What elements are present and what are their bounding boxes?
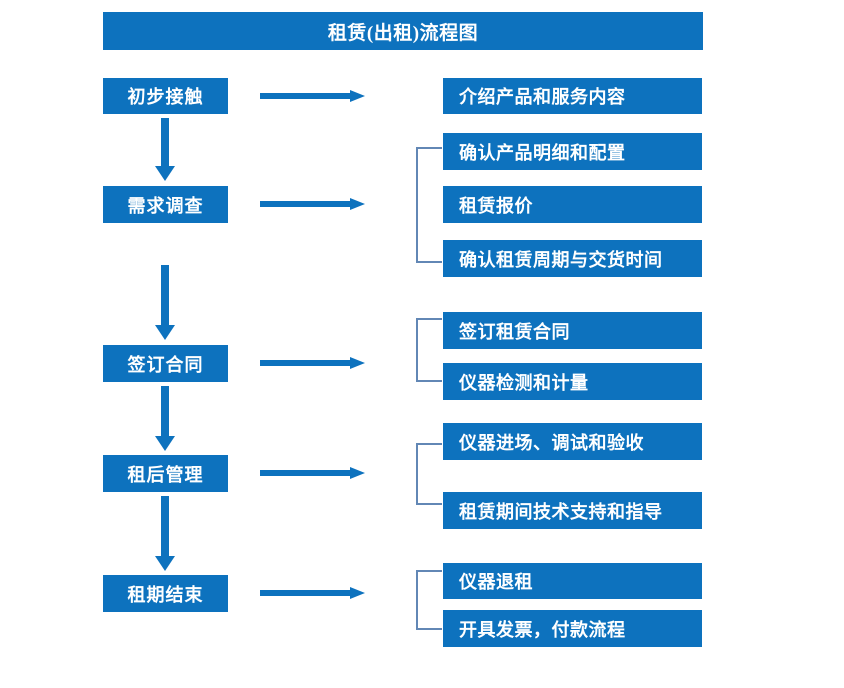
stage-box-3[interactable]: 签订合同 — [103, 345, 228, 382]
detail-box-g2-i3[interactable]: 确认租赁周期与交货时间 — [443, 240, 702, 277]
right-arrow-5 — [260, 585, 366, 601]
detail-box-g4-i2[interactable]: 租赁期间技术支持和指导 — [443, 492, 702, 529]
right-arrow-4 — [260, 465, 366, 481]
detail-box-g5-i1[interactable]: 仪器退租 — [443, 563, 702, 599]
chart-title: 租赁(出租)流程图 — [103, 12, 703, 50]
stage-box-1[interactable]: 初步接触 — [103, 78, 228, 114]
down-arrow-3 — [152, 386, 178, 452]
detail-box-g3-i2[interactable]: 仪器检测和计量 — [443, 363, 702, 400]
right-arrow-2 — [260, 196, 366, 212]
stage-box-5[interactable]: 租期结束 — [103, 575, 228, 612]
detail-box-g1-i1[interactable]: 介绍产品和服务内容 — [443, 78, 702, 114]
group-bracket-4 — [416, 443, 442, 505]
down-arrow-4 — [152, 496, 178, 572]
detail-box-g4-i1[interactable]: 仪器进场、调试和验收 — [443, 423, 702, 460]
down-arrow-1 — [152, 118, 178, 182]
group-bracket-2 — [416, 147, 442, 263]
detail-box-g2-i2[interactable]: 租赁报价 — [443, 186, 702, 223]
detail-box-g2-i1[interactable]: 确认产品明细和配置 — [443, 133, 702, 170]
down-arrow-2 — [152, 265, 178, 341]
group-bracket-5 — [416, 570, 442, 630]
stage-box-4[interactable]: 租后管理 — [103, 455, 228, 492]
right-arrow-1 — [260, 88, 366, 104]
detail-box-g3-i1[interactable]: 签订租赁合同 — [443, 312, 702, 349]
group-bracket-3 — [416, 318, 442, 382]
stage-box-2[interactable]: 需求调查 — [103, 186, 228, 223]
detail-box-g5-i2[interactable]: 开具发票，付款流程 — [443, 610, 702, 647]
right-arrow-3 — [260, 355, 366, 371]
